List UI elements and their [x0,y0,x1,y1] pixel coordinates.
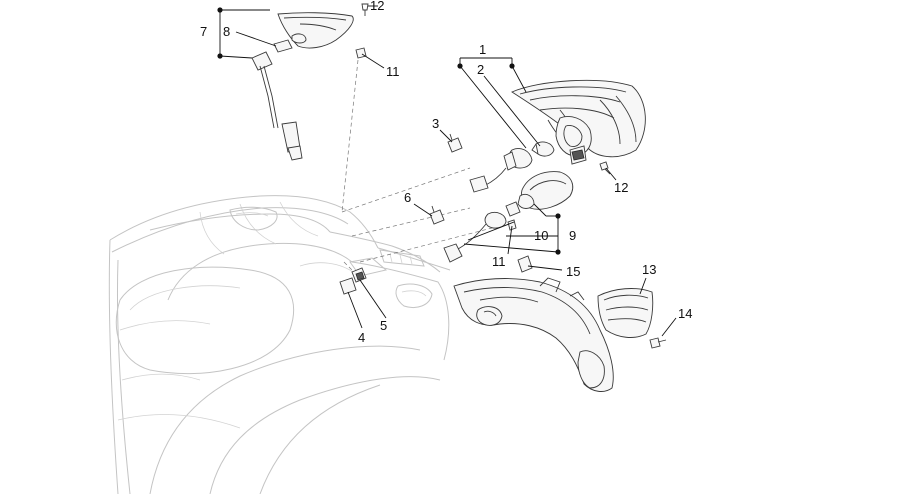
callout-13: 13 [642,262,656,277]
callout-14: 14 [678,306,692,321]
side-light-assembly [251,12,354,161]
bracket-dots [217,7,561,255]
rear-mudguard-bracket [453,277,614,392]
callout-12-top: 12 [370,0,384,13]
clip-part-6 [429,205,445,225]
license-plate-holder [597,288,654,338]
callout-11-top: 11 [386,64,400,79]
callout-12-right: 12 [614,180,628,195]
callout-10: 10 [534,228,548,243]
callout-8: 8 [223,24,230,39]
tail-light-assembly [511,79,646,165]
connector-part-5 [351,267,367,283]
callout-3: 3 [432,116,439,131]
callout-5: 5 [380,318,387,333]
callout-1: 1 [479,42,486,57]
callout-11-lower: 11 [492,254,506,269]
bulb-socket-cable-lower [443,201,521,263]
callout-9: 9 [569,228,576,243]
turn-signal-lens [517,171,574,210]
clip-part-3 [447,133,463,153]
scooter-rear-body [108,195,451,494]
callout-15: 15 [566,264,580,279]
callout-leaders [219,5,677,337]
bulb-socket-cable-upper [469,148,533,193]
screw-part-12-right [599,161,611,175]
connector-part-4 [339,277,357,295]
clip-part-11-top [355,47,367,59]
screw-part-12-top [361,3,369,16]
callout-6: 6 [404,190,411,205]
callout-4: 4 [358,330,365,345]
callout-2: 2 [477,62,484,77]
bulb-part-2 [531,141,555,157]
clip-part-15 [517,255,533,273]
callout-labels: 7 8 12 11 1 2 3 12 6 10 9 11 15 13 14 4 … [200,0,692,345]
callout-7: 7 [200,24,207,39]
assembly-guide-lines [341,59,493,275]
screw-part-14 [649,337,667,349]
